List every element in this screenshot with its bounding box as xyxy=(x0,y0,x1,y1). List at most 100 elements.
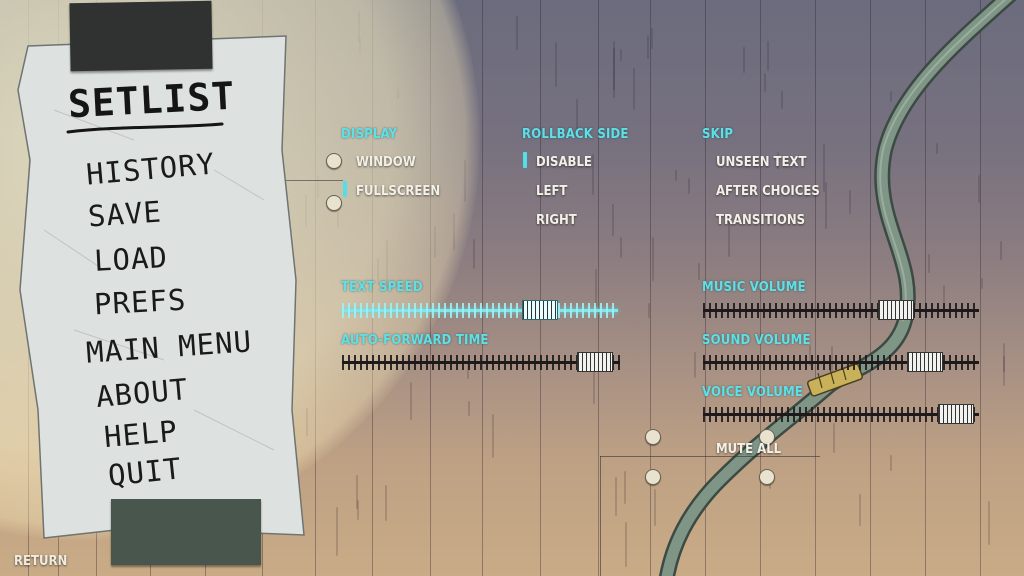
slider-ticks xyxy=(703,303,979,318)
plank-seam xyxy=(925,0,926,576)
music-volume-slider[interactable] xyxy=(703,300,979,320)
wood-grain xyxy=(859,494,861,526)
menu-item-prefs[interactable]: PREFS xyxy=(93,282,188,322)
wood-grain xyxy=(385,485,387,521)
tape-bottom xyxy=(111,499,261,565)
auto-forward-slider[interactable] xyxy=(342,352,620,372)
slider-thumb[interactable] xyxy=(522,300,558,320)
wood-grain xyxy=(978,175,980,203)
wood-grain xyxy=(936,143,938,154)
mute-all-toggle[interactable]: MUTE ALL xyxy=(716,442,782,457)
plank-seam xyxy=(705,0,706,576)
wood-grain xyxy=(516,16,518,50)
music-volume-label: MUSIC VOLUME xyxy=(702,280,806,295)
display-selected-marker xyxy=(343,181,347,197)
wood-grain xyxy=(467,363,469,379)
wood-grain xyxy=(767,41,769,71)
title-underline xyxy=(66,122,224,134)
decor-knob xyxy=(645,469,661,485)
slider-thumb[interactable] xyxy=(907,352,943,372)
voice-volume-slider[interactable] xyxy=(703,404,979,424)
wood-grain xyxy=(764,73,766,92)
wood-grain xyxy=(593,368,595,404)
sound-volume-label: SOUND VOLUME xyxy=(702,333,811,348)
wood-grain xyxy=(633,68,635,110)
wood-grain xyxy=(468,401,470,416)
wood-grain xyxy=(890,91,892,102)
wood-grain xyxy=(620,49,622,61)
text-speed-slider[interactable] xyxy=(342,300,618,320)
wood-grain xyxy=(652,237,654,281)
display-fullscreen-option[interactable]: FULLSCREEN xyxy=(356,184,441,199)
wood-grain xyxy=(410,382,412,420)
menu-item-help[interactable]: HELP xyxy=(102,413,180,455)
wood-grain xyxy=(612,204,614,236)
wood-grain xyxy=(825,182,827,229)
wood-grain xyxy=(833,423,835,453)
wood-grain xyxy=(654,489,656,526)
voice-volume-label: VOICE VOLUME xyxy=(702,385,804,400)
skip-transitions-option[interactable]: TRANSITIONS xyxy=(716,213,806,228)
wood-grain xyxy=(698,263,700,280)
setlist-title: SETLIST xyxy=(66,73,237,127)
wood-grain xyxy=(492,414,494,458)
wood-grain xyxy=(595,269,597,307)
slider-thumb[interactable] xyxy=(577,352,613,372)
wood-grain xyxy=(1000,241,1002,260)
text-speed-label: TEXT SPEED xyxy=(341,280,423,295)
plank-seam xyxy=(870,0,871,576)
wood-grain xyxy=(615,477,617,516)
return-button[interactable]: RETURN xyxy=(14,554,68,569)
divider-line xyxy=(285,180,343,181)
wood-grain xyxy=(849,190,851,214)
plank-seam xyxy=(598,0,599,576)
menu-item-save[interactable]: SAVE xyxy=(86,194,163,234)
decor-knob xyxy=(759,429,775,445)
sound-volume-slider[interactable] xyxy=(703,352,979,372)
wood-grain xyxy=(555,42,557,87)
plank-seam xyxy=(760,0,761,576)
slider-ticks xyxy=(342,355,620,370)
skip-unseen-text-option[interactable]: UNSEEN TEXT xyxy=(716,155,807,170)
wood-grain xyxy=(777,152,779,169)
wood-grain xyxy=(620,237,622,258)
display-window-option[interactable]: WINDOW xyxy=(356,155,416,170)
wood-grain xyxy=(988,501,990,545)
wood-grain xyxy=(624,471,626,504)
plank-seam xyxy=(650,0,651,576)
wood-grain xyxy=(356,475,358,509)
wood-grain xyxy=(943,285,945,312)
wood-grain xyxy=(823,144,825,192)
wood-grain xyxy=(688,178,690,194)
plank-seam xyxy=(815,0,816,576)
plank-seam xyxy=(980,0,981,576)
slider-thumb[interactable] xyxy=(938,404,974,424)
rollback-right-option[interactable]: RIGHT xyxy=(536,213,577,228)
wood-grain xyxy=(728,217,730,257)
wood-grain xyxy=(1003,343,1005,386)
slider-ticks xyxy=(342,303,618,318)
skip-after-choices-option[interactable]: AFTER CHOICES xyxy=(716,184,820,199)
display-label: DISPLAY xyxy=(341,127,398,142)
wood-grain xyxy=(675,170,677,181)
wood-grain xyxy=(1003,356,1005,372)
wood-grain xyxy=(613,41,615,90)
wood-grain xyxy=(651,28,653,49)
wood-grain xyxy=(647,35,649,59)
wood-grain xyxy=(890,455,892,471)
rollback-disable-option[interactable]: DISABLE xyxy=(536,155,592,170)
wood-grain xyxy=(576,99,578,135)
setlist-paper: SETLIST HISTORY SAVE LOAD PREFS MAIN MEN… xyxy=(14,0,310,565)
slider-ticks xyxy=(703,407,979,422)
decor-knob xyxy=(759,469,775,485)
wood-grain xyxy=(928,254,930,273)
plank-seam xyxy=(482,0,483,576)
wood-grain xyxy=(473,239,475,269)
rollback-left-option[interactable]: LEFT xyxy=(536,184,568,199)
slider-thumb[interactable] xyxy=(878,300,914,320)
wood-grain xyxy=(613,48,615,98)
wood-grain xyxy=(781,91,783,109)
menu-item-load[interactable]: LOAD xyxy=(93,240,169,278)
